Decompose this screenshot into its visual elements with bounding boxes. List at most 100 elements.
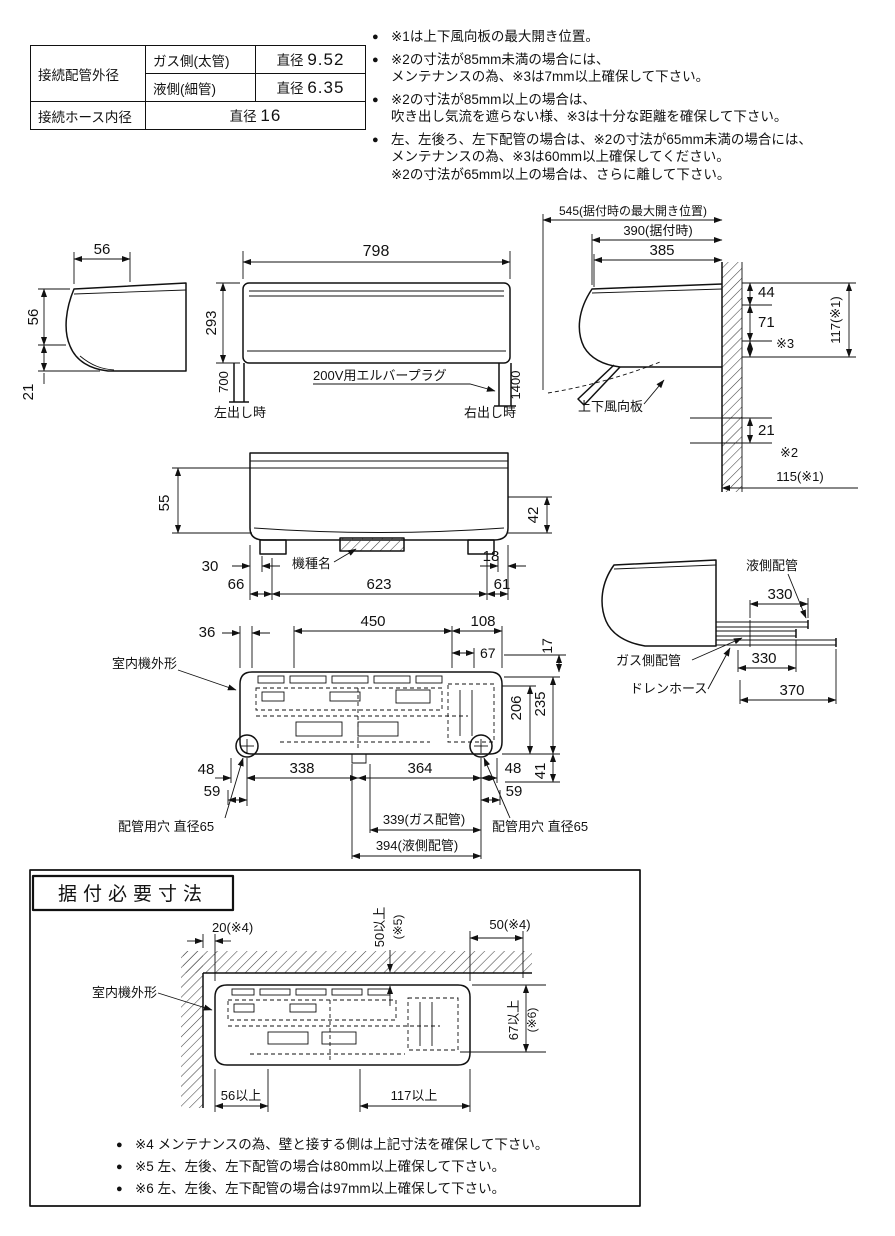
dim-44: 44 (758, 284, 775, 301)
dim-48-left: 48 (198, 761, 215, 778)
plug-leader (313, 383, 496, 392)
dim-117-min: 117以上 (391, 1088, 438, 1103)
section-title: 据付必要寸法 (58, 883, 208, 905)
spec-hose-label: 接続ホース内径 (30, 101, 146, 130)
dim-top-depth: 56 (94, 241, 111, 258)
ref-star6: (※6) (525, 1008, 539, 1033)
rear-view: 室内機外形 36 450 108 67 17 206 (112, 613, 588, 860)
dim-unit-width: 798 (363, 243, 390, 260)
liquid-pipe-label: 液側配管 (746, 558, 798, 573)
ceiling-hatch (183, 951, 532, 973)
dim-21: 21 (758, 422, 775, 439)
dim-115: 115(※1) (776, 469, 824, 484)
air-deflector-flap (577, 364, 621, 406)
dim-623: 623 (366, 576, 391, 593)
dim-42: 42 (525, 507, 542, 524)
dim-66: 66 (228, 576, 245, 593)
pipe-hole-label-right: 配管用穴 直径65 (492, 819, 588, 834)
dim-108: 108 (470, 613, 495, 630)
unit-side-outline (65, 282, 187, 372)
dim-450: 450 (360, 613, 385, 630)
dim-17: 17 (539, 638, 555, 654)
spec-liquid-value: 直径 6.35 (255, 73, 366, 102)
left-side-view: 56 56 21 (20, 241, 187, 401)
drain-hose-label: ドレンホース (630, 681, 707, 696)
wall-hatch (722, 262, 742, 492)
ref-star2: ※2 (780, 445, 798, 460)
note-line: メンテナンスの為、※3は60mm以上確保してください。 (391, 149, 730, 164)
note-line: 吹き出し気流を遮らない様、※3は十分な距離を確保して下さい。 (391, 109, 788, 124)
dim-right-drop: 1400 (508, 371, 523, 400)
pipe-side-view: 330 液側配管 ガス側配管 330 ドレンホース 370 (601, 558, 837, 704)
right-pipe-hole (469, 734, 493, 758)
unit-side-outline (578, 283, 723, 368)
plug-label: 200V用エルバープラグ (313, 368, 447, 383)
spec-row-label: 接続配管外径 (30, 45, 146, 102)
unit-rear-outline (239, 671, 503, 755)
right-outlet-label: 右出し時 (464, 405, 516, 420)
dim-338: 338 (289, 760, 314, 777)
pipe-spec-table: 接続配管外径 ガス側(太管) 直径 9.52 液側(細管) 直径 6.35 接続… (30, 45, 366, 130)
dim-unit-height: 293 (203, 310, 220, 335)
ref-star5: (※5) (391, 915, 405, 940)
dim-394-liquid: 394(液側配管) (376, 838, 458, 853)
dim-56-min: 56以上 (221, 1088, 261, 1103)
section-border (29, 869, 641, 1207)
dim-330-gas: 330 (751, 650, 776, 667)
drain-stub (351, 754, 367, 764)
dim-61: 61 (494, 576, 511, 593)
footnote-line: ●※6 左、左後、左下配管の場合は97mm以上確保して下さい。 (116, 1181, 506, 1196)
dim-50-top-gap: 50以上 (372, 907, 387, 947)
footnotes-list: ●※4 メンテナンスの為、壁と接する側は上記寸法を確保して下さい。 ●※5 左、… (116, 1136, 621, 1202)
dim-41: 41 (532, 763, 549, 780)
notes-list: ●※1は上下風向板の最大開き位置。 ●※2の寸法が85mm未満の場合には、 メン… (372, 28, 895, 183)
spec-liquid-label: 液側(細管) (145, 73, 256, 102)
front-view: 798 293 700 1400 200V用エルバープラグ 左出し時 右出し時 (203, 243, 523, 420)
model-name-label: 機種名 (292, 556, 331, 571)
dim-installed: 390(据付時) (623, 223, 692, 238)
dim-206: 206 (508, 695, 525, 720)
unit-top-outline (249, 452, 509, 541)
note-line: ●左、左後ろ、左下配管の場合は、※2の寸法が65mm未満の場合には、 (372, 131, 812, 147)
note-line: ●※1は上下風向板の最大開き位置。 (372, 29, 599, 44)
dim-235: 235 (532, 691, 549, 716)
dim-36: 36 (199, 624, 216, 641)
unit-outline-label: 室内機外形 (112, 656, 177, 671)
section-title-box (31, 874, 235, 912)
dim-lower-height: 21 (20, 384, 37, 401)
spec-gas-value: 直径 9.52 (255, 45, 366, 74)
dim-upper-height: 56 (25, 309, 42, 326)
ref-star3: ※3 (776, 336, 794, 351)
note-line: ●※2の寸法が85mm未満の場合には、 (372, 51, 610, 67)
note-line: メンテナンスの為、※3は7mm以上確保して下さい。 (391, 69, 710, 84)
left-foot (259, 539, 287, 555)
footnote-line: ●※4 メンテナンスの為、壁と接する側は上記寸法を確保して下さい。 (116, 1137, 549, 1152)
wall-hatch (181, 951, 203, 1108)
air-deflector-label: 上下風向板 (578, 399, 643, 414)
right-foot (467, 539, 495, 555)
dim-50-right-gap: 50(※4) (489, 917, 530, 932)
dim-330-liquid: 330 (767, 586, 792, 603)
unit-rear-outline (214, 984, 471, 1066)
top-view: 55 42 30 18 66 623 61 機種名 (156, 452, 552, 600)
unit-outline-label: 室内機外形 (92, 985, 157, 1000)
dim-59-right: 59 (506, 783, 523, 800)
footnote-line: ●※5 左、左後、左下配管の場合は80mm以上確保して下さい。 (116, 1159, 506, 1174)
dim-max-open: 545(据付時の最大開き位置) (559, 203, 707, 218)
left-pipe-hole (235, 734, 259, 758)
pipe-hole-label-left: 配管用穴 直径65 (118, 819, 214, 834)
dim-67: 67 (480, 645, 496, 661)
install-section: 据付必要寸法 20(※4) (29, 869, 641, 1207)
dim-48-right: 48 (505, 760, 522, 777)
unit-front-outline (242, 282, 511, 364)
dim-67-gap: 67以上 (506, 1000, 521, 1040)
model-name-plate (339, 537, 405, 552)
gas-pipe-label: ガス側配管 (616, 653, 681, 668)
dim-18: 18 (483, 548, 500, 565)
dim-339-gas: 339(ガス配管) (383, 812, 465, 827)
dim-71: 71 (758, 314, 775, 331)
spec-hose-value: 直径 16 (145, 101, 366, 130)
dim-depth: 385 (649, 242, 674, 259)
